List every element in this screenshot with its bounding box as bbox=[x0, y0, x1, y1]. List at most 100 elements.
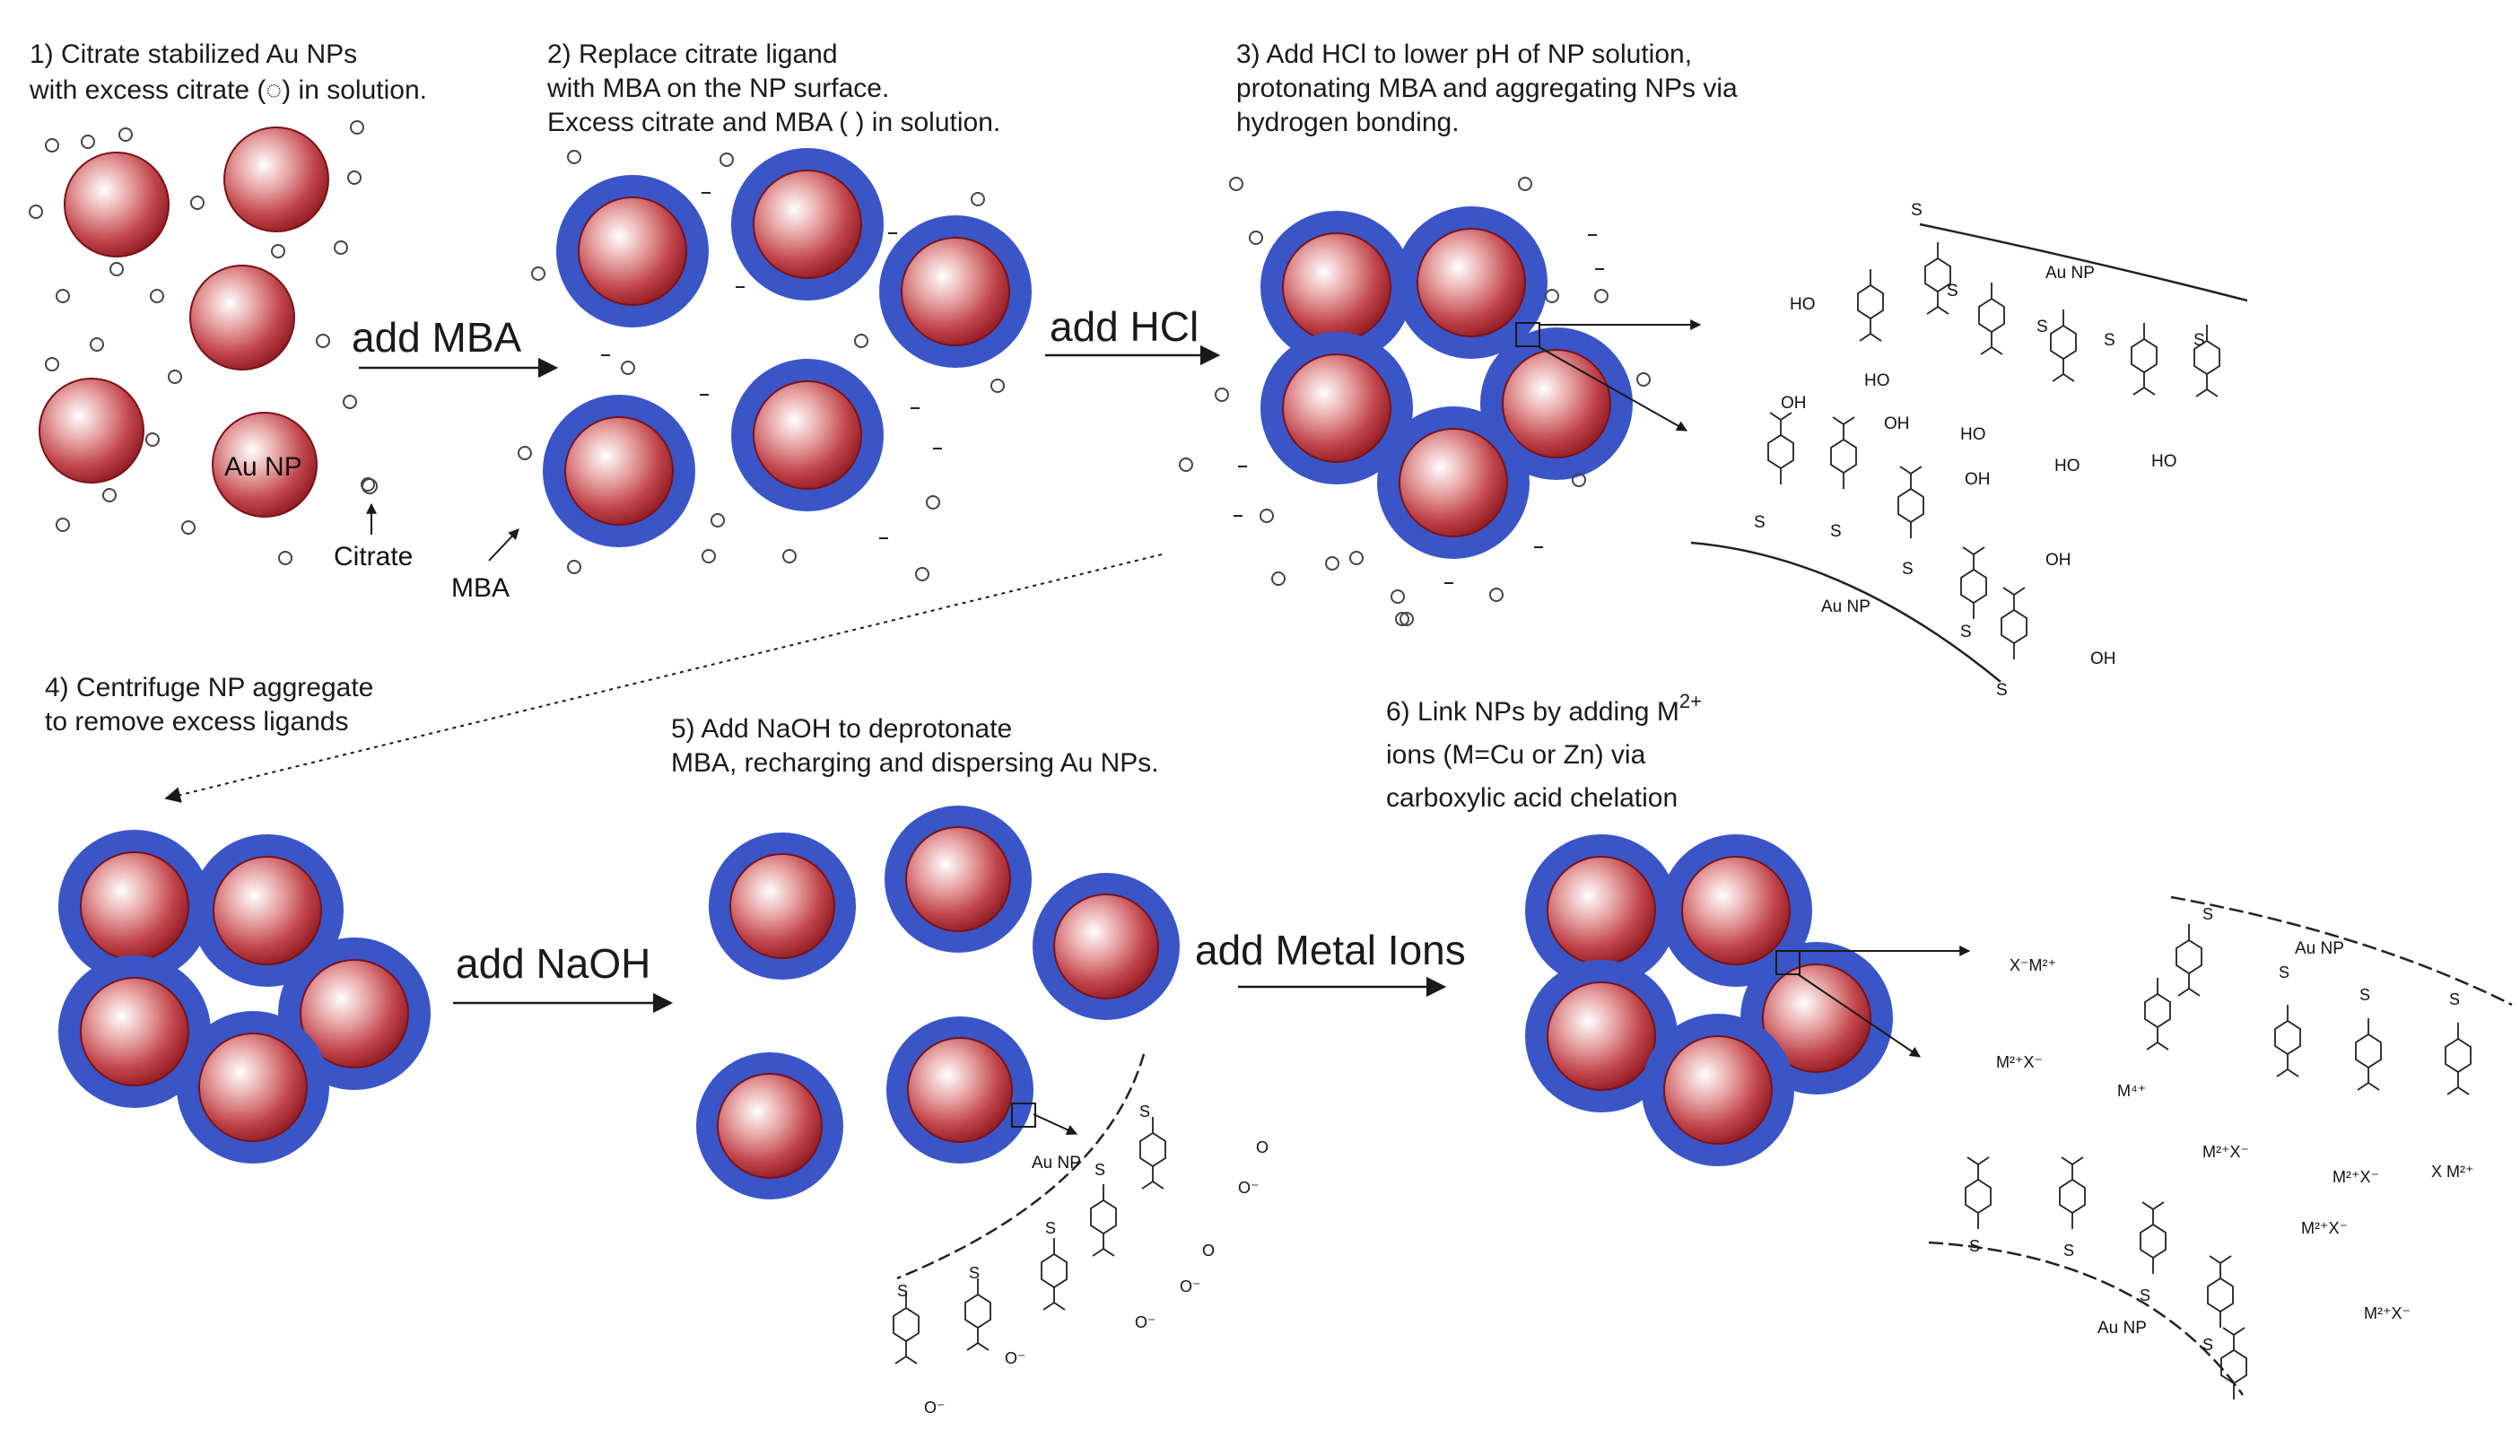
mba-molecule bbox=[2050, 310, 2077, 382]
linked-np bbox=[1525, 834, 1678, 987]
step4-caption: 4) Centrifuge NP aggregate to remove exc… bbox=[45, 673, 373, 737]
mba-molecule bbox=[1041, 1238, 1068, 1311]
mba-molecule bbox=[1965, 1156, 1992, 1229]
step1-caption: 1) Citrate stabilized Au NPs with excess… bbox=[29, 39, 427, 105]
step2-line3: Excess citrate and MBA ( ) in solution. bbox=[547, 108, 1000, 137]
add-metal-arrow: add Metal Ions bbox=[1195, 927, 1466, 998]
chem-label: S bbox=[1911, 201, 1923, 220]
step5-line1: 5) Add NaOH to deprotonate bbox=[671, 714, 1012, 744]
mba-molecule bbox=[2207, 1255, 2234, 1328]
chem-label: HO bbox=[1864, 371, 1890, 390]
mba-molecule bbox=[2001, 587, 2027, 659]
mba-molecule bbox=[1897, 466, 1924, 538]
step3-line3: hydrogen bonding. bbox=[1236, 108, 1460, 137]
aggregate-np bbox=[1260, 211, 1413, 363]
mba-coated-np bbox=[879, 215, 1032, 368]
chem-label: S bbox=[2359, 986, 2370, 1004]
add-hcl-label: add HCl bbox=[1050, 303, 1199, 350]
aggregate-np bbox=[1480, 327, 1633, 480]
zoom-line bbox=[1033, 1113, 1078, 1135]
chem-label: S bbox=[2104, 331, 2115, 350]
chem-label: M²⁺X⁻ bbox=[2333, 1168, 2379, 1186]
chem-label: M⁴⁺ bbox=[2117, 1082, 2146, 1100]
add-metal-label: add Metal Ions bbox=[1195, 927, 1466, 973]
step6-line3: carboxylic acid chelation bbox=[1386, 783, 1678, 813]
mba-molecule bbox=[893, 1292, 920, 1364]
free-ligands bbox=[518, 150, 1005, 581]
dispersed-np bbox=[886, 1016, 1033, 1164]
chem-label: S bbox=[2036, 318, 2048, 336]
chem-label: S bbox=[2279, 963, 2289, 981]
mba-molecule bbox=[2140, 1201, 2167, 1274]
add-naoh-arrow: add NaOH bbox=[453, 940, 674, 1014]
zoom-line bbox=[1797, 973, 1921, 1058]
step2-line1: 2) Replace citrate ligand bbox=[547, 39, 838, 69]
mba-molecule bbox=[2274, 1005, 2301, 1077]
aggregate-np bbox=[1260, 332, 1413, 484]
add-mba-label: add MBA bbox=[352, 314, 522, 361]
np-surface-arc bbox=[896, 1053, 1146, 1280]
mba-molecule bbox=[2059, 1156, 2086, 1229]
linked-np bbox=[1642, 1014, 1794, 1166]
chem-label: HO bbox=[1790, 295, 1816, 314]
mba-molecule bbox=[1830, 416, 1857, 489]
zoom-box bbox=[1775, 950, 1801, 975]
citrate-label: Citrate bbox=[334, 542, 413, 571]
aggregate-np bbox=[58, 830, 211, 982]
chem-label: HO bbox=[1960, 425, 1986, 444]
mba-molecule bbox=[2355, 1018, 2382, 1091]
chem-label: S bbox=[2063, 1242, 2074, 1260]
mba-molecule bbox=[2193, 325, 2220, 397]
zoom-box bbox=[1515, 322, 1540, 347]
step6-caption: 6) Link NPs by adding M2+ ions (M=Cu or … bbox=[1386, 690, 1702, 813]
chem-label: O⁻ bbox=[1135, 1313, 1156, 1331]
step3-panel bbox=[1179, 177, 1702, 626]
chem-label: HO bbox=[2151, 452, 2177, 471]
chem-label: S bbox=[969, 1264, 980, 1282]
step5-caption: 5) Add NaOH to deprotonate MBA, rechargi… bbox=[671, 714, 1159, 778]
dispersed-np bbox=[1033, 873, 1180, 1020]
chem-label: M²⁺X⁻ bbox=[2301, 1219, 2348, 1237]
chem-label: S bbox=[2449, 990, 2460, 1008]
chem-label: S bbox=[1045, 1219, 1056, 1237]
chem-label: S bbox=[2202, 1336, 2213, 1354]
chem-label: S bbox=[1094, 1161, 1105, 1179]
citrate-example bbox=[362, 478, 378, 494]
mba-pointer bbox=[488, 528, 519, 562]
mba-molecule bbox=[1139, 1117, 1166, 1190]
add-mba-arrow: add MBA bbox=[352, 314, 559, 379]
step6-panel bbox=[1525, 834, 1971, 1166]
dispersed-np bbox=[885, 806, 1032, 953]
step6-line1: 6) Link NPs by adding M2+ bbox=[1386, 690, 1702, 727]
np-surface-arc bbox=[1919, 222, 2248, 302]
step1-panel: Au NP Citrate bbox=[29, 120, 413, 571]
chem-label: S bbox=[1139, 1103, 1150, 1120]
chem-label: S bbox=[1960, 623, 1972, 641]
chem-label: X M²⁺ bbox=[2431, 1163, 2474, 1181]
chem-label: S bbox=[1830, 522, 1842, 541]
mba-molecule bbox=[1767, 412, 1794, 484]
mba-molecule bbox=[2131, 323, 2158, 396]
add-hcl-arrow: add HCl bbox=[1045, 303, 1221, 366]
step2-line2: with MBA on the NP surface. bbox=[546, 74, 889, 103]
linked-np bbox=[1660, 834, 1812, 987]
step4-line2: to remove excess ligands bbox=[45, 707, 349, 737]
step5-line2: MBA, recharging and dispersing Au NPs. bbox=[671, 748, 1159, 778]
mba-molecule bbox=[1978, 283, 2005, 355]
chem-label: O⁻ bbox=[1005, 1349, 1026, 1367]
chem-label: OH bbox=[2090, 650, 2116, 668]
mba-molecule bbox=[1924, 242, 1951, 315]
mba-molecule bbox=[2144, 978, 2171, 1051]
aggregate-np bbox=[177, 1011, 329, 1164]
au-np-label: Au NP bbox=[2097, 1319, 2147, 1338]
step4-line1: 4) Centrifuge NP aggregate bbox=[45, 673, 373, 702]
mba-molecule bbox=[1857, 269, 1884, 342]
mba-molecule bbox=[2176, 924, 2202, 997]
mba-molecule bbox=[964, 1278, 991, 1351]
mba-label: MBA bbox=[451, 573, 510, 603]
au-nanoparticle bbox=[212, 412, 318, 518]
chem-label: S bbox=[2202, 905, 2213, 923]
step5-panel: Au NP bbox=[696, 806, 1180, 1280]
